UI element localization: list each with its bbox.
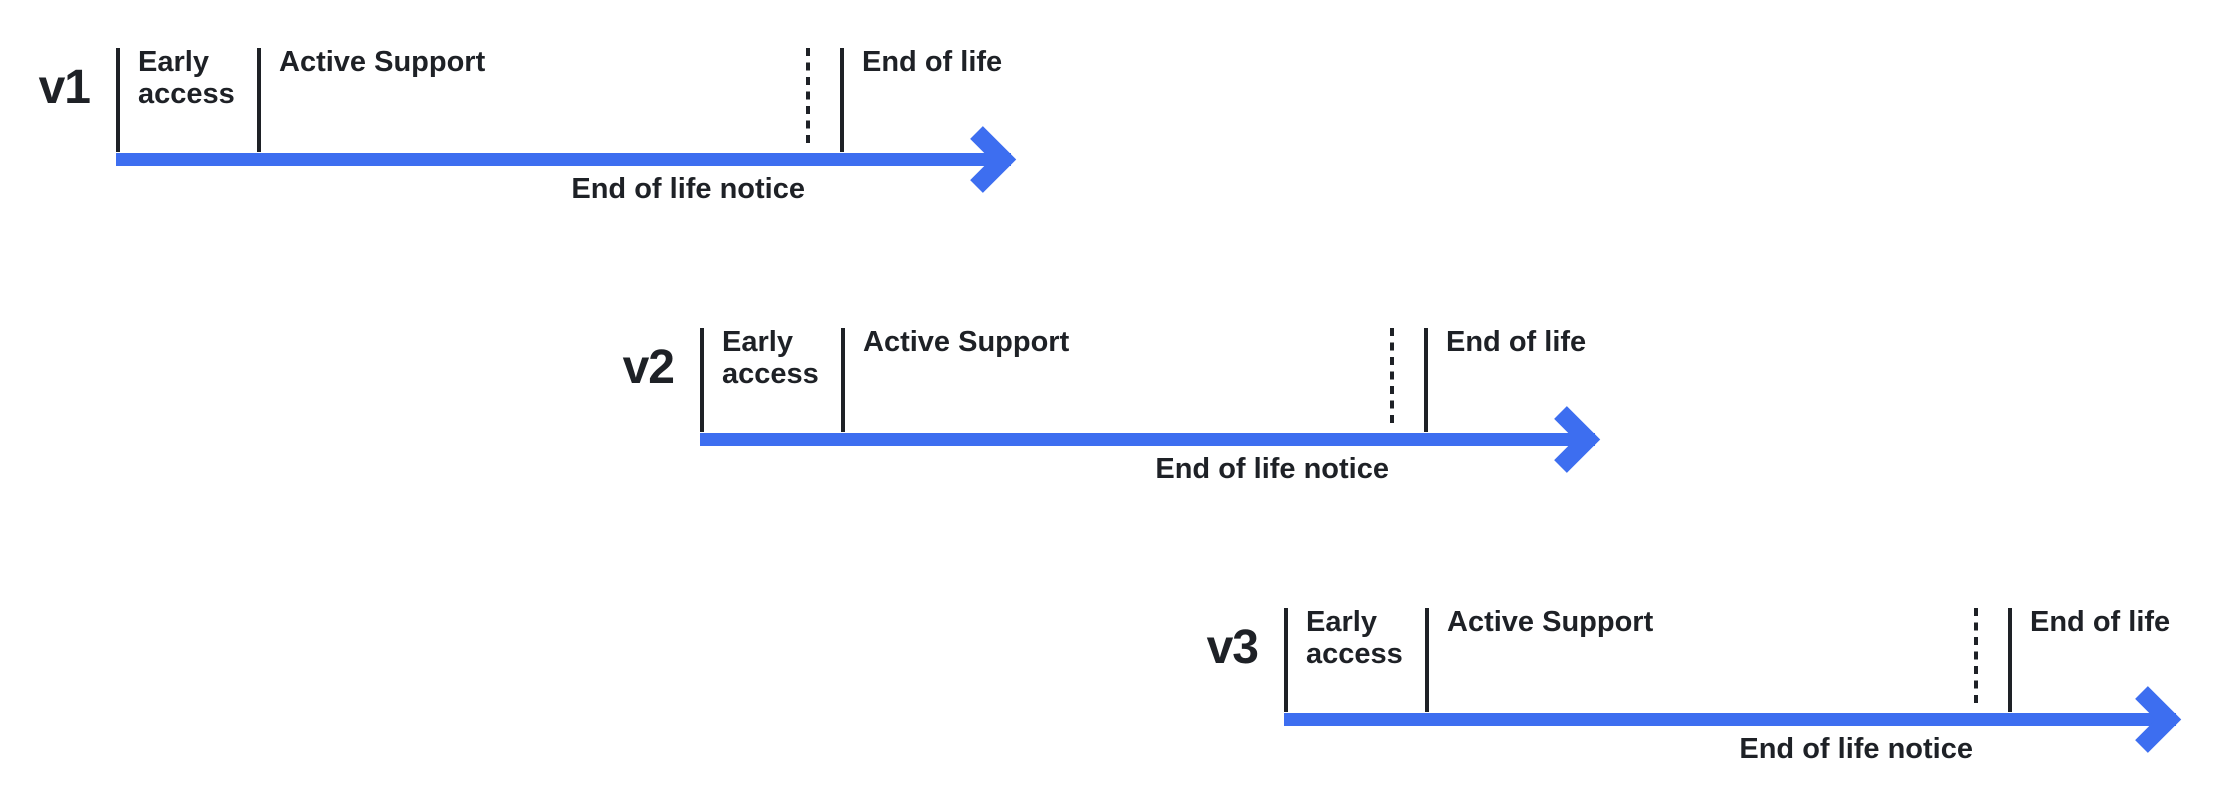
eol-notice-label: End of life notice bbox=[571, 173, 805, 205]
phase-label-early-access: Early access bbox=[1306, 606, 1403, 670]
early-access-tick bbox=[1284, 608, 1288, 712]
version-label: v2 bbox=[622, 341, 675, 394]
eol-notice-dashed-line bbox=[1974, 608, 1978, 708]
eol-notice-label: End of life notice bbox=[1155, 453, 1389, 485]
end-of-life-tick bbox=[1424, 328, 1428, 432]
early-access-tick bbox=[700, 328, 704, 432]
phase-label-end-of-life: End of life bbox=[1446, 326, 1587, 358]
eol-notice-label: End of life notice bbox=[1739, 733, 1973, 765]
active-support-tick bbox=[257, 48, 261, 152]
timeline-arrow bbox=[1284, 686, 2182, 753]
phase-label-early-access: Early access bbox=[722, 326, 819, 390]
arrowhead-icon bbox=[2135, 686, 2182, 753]
timeline-bar bbox=[116, 153, 1011, 166]
timeline-bar bbox=[700, 433, 1595, 446]
timeline-row-v3: v3 Early access Active Support End of li… bbox=[1207, 606, 2228, 808]
end-of-life-tick bbox=[840, 48, 844, 152]
end-of-life-tick bbox=[2008, 608, 2012, 712]
phase-label-active-support: Active Support bbox=[863, 326, 1070, 358]
timeline-arrow bbox=[700, 406, 1601, 473]
active-support-tick bbox=[841, 328, 845, 432]
eol-notice-dashed-line bbox=[806, 48, 810, 148]
timeline-row-v1: v1 Early access Active Support End of li… bbox=[39, 46, 1128, 248]
eol-notice-dashed-line bbox=[1390, 328, 1394, 428]
phase-label-end-of-life: End of life bbox=[862, 46, 1003, 78]
timeline-arrow bbox=[116, 126, 1017, 193]
version-label: v1 bbox=[38, 61, 91, 114]
version-label: v3 bbox=[1206, 621, 1259, 674]
early-access-tick bbox=[116, 48, 120, 152]
arrowhead-icon bbox=[970, 126, 1017, 193]
arrowhead-icon bbox=[1554, 406, 1601, 473]
timeline-row-v2: v2 Early access Active Support End of li… bbox=[623, 326, 1712, 528]
timeline-bar bbox=[1284, 713, 2176, 726]
phase-label-active-support: Active Support bbox=[279, 46, 486, 78]
phase-label-end-of-life: End of life bbox=[2030, 606, 2171, 638]
phase-label-early-access: Early access bbox=[138, 46, 235, 110]
active-support-tick bbox=[1425, 608, 1429, 712]
phase-label-active-support: Active Support bbox=[1447, 606, 1654, 638]
